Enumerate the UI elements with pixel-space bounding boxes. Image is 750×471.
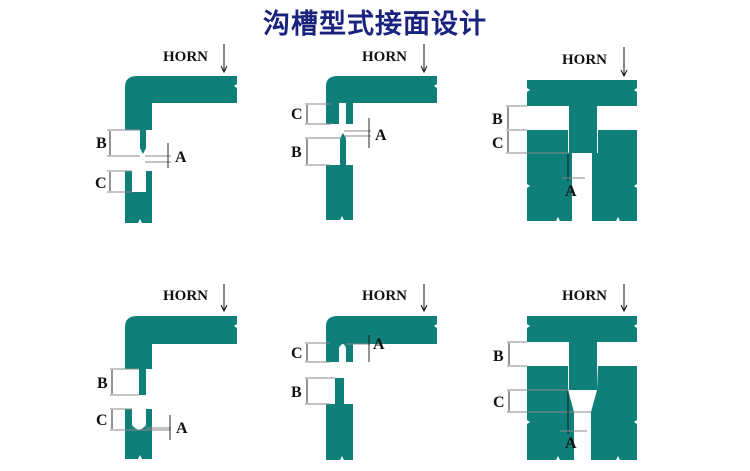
base-part-right — [592, 130, 637, 221]
dim-label-b: B — [291, 144, 302, 161]
horn-part — [527, 316, 637, 390]
horn-label: HORN — [362, 49, 407, 65]
base-part — [326, 378, 353, 460]
horn-part — [125, 316, 237, 395]
dim-label-a: A — [565, 435, 577, 452]
dim-label-a: A — [175, 149, 187, 166]
diagram-bottom-left: HORN B C A — [96, 284, 237, 459]
horn-label: HORN — [362, 288, 407, 304]
dim-label-b: B — [291, 384, 302, 401]
page-title: 沟槽型式接面设计 — [263, 9, 487, 40]
dim-label-b: B — [97, 375, 108, 392]
diagram-top-left: HORN B A C — [95, 44, 237, 223]
base-part — [326, 133, 353, 220]
diagram-top-middle: HORN C A B — [291, 44, 437, 220]
base-part — [125, 171, 152, 223]
dim-label-a: A — [373, 336, 385, 353]
horn-label: HORN — [163, 288, 208, 304]
horn-arrow-icon — [220, 44, 228, 74]
horn-part — [326, 76, 437, 124]
dim-label-c: C — [492, 135, 504, 152]
base-part-left — [527, 366, 574, 460]
horn-part — [125, 76, 237, 154]
horn-arrow-icon — [420, 44, 428, 74]
horn-label: HORN — [562, 52, 607, 68]
horn-part — [326, 316, 437, 362]
dim-label-c: C — [291, 106, 303, 123]
dim-label-c: C — [96, 412, 108, 429]
dim-label-b: B — [493, 348, 504, 365]
horn-part — [527, 80, 637, 153]
base-part-left — [527, 130, 572, 221]
dim-label-c: C — [291, 345, 303, 362]
horn-arrow-icon — [220, 284, 228, 313]
dim-label-a: A — [176, 420, 188, 437]
dim-label-a: A — [375, 127, 387, 144]
base-part-right — [591, 366, 637, 460]
horn-arrow-icon — [620, 47, 628, 78]
diagram-top-right: HORN B C A — [492, 47, 637, 221]
dim-label-c: C — [95, 175, 107, 192]
horn-arrow-icon — [620, 284, 628, 313]
diagram-bottom-middle: HORN C A B — [291, 284, 437, 460]
horn-arrow-icon — [420, 284, 428, 313]
horn-label: HORN — [562, 288, 607, 304]
dim-label-b: B — [492, 111, 503, 128]
diagram-bottom-right: HORN B C A — [493, 284, 637, 460]
dim-label-b: B — [96, 135, 107, 152]
base-part — [125, 409, 152, 459]
dim-label-a: A — [565, 183, 577, 200]
horn-label: HORN — [163, 49, 208, 65]
dim-label-c: C — [493, 394, 505, 411]
